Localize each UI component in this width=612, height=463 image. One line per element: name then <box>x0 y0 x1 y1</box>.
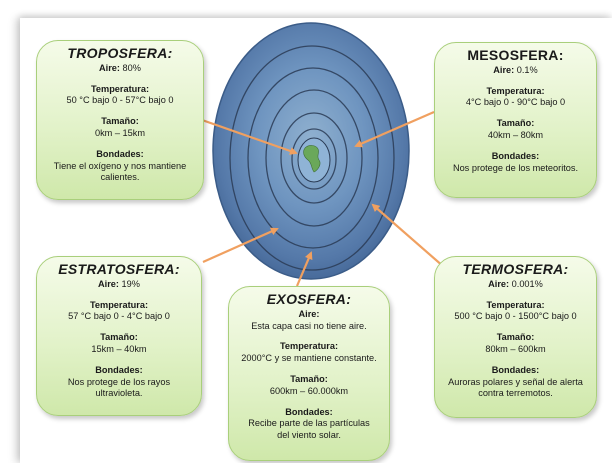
aire-label: Aire: <box>98 278 119 289</box>
bond-label: Bondades: <box>285 406 333 417</box>
title-troposfera: TROPOSFERA <box>67 45 168 61</box>
size-label: Tamaño: <box>100 332 138 343</box>
temp-label: Temperatura: <box>90 83 150 94</box>
card-exosfera: EXOSFERA: Aire: Esta capa casi no tiene … <box>228 286 390 461</box>
aire-label: Aire: <box>488 278 510 289</box>
aire-label: Aire: <box>493 64 515 75</box>
bond-label: Bondades: <box>96 148 144 159</box>
bond-label: Bondades: <box>95 364 143 375</box>
arrow-exosfera <box>295 251 313 287</box>
aire-label: Aire: <box>298 308 320 319</box>
arrow-termosfera <box>371 203 445 268</box>
temp-label: Temperatura: <box>486 299 545 310</box>
layer-rings <box>229 45 395 271</box>
aire-value: 80% <box>122 62 141 73</box>
bond-value: Nos protege de los meteoritos. <box>452 162 579 173</box>
temp-label: Temperatura: <box>486 85 545 96</box>
temp-value: 2000°C y se mantiene constante. <box>241 353 377 364</box>
bond-value: Nos protege de los rayos ultravioleta. <box>67 376 171 399</box>
size-value: 40km – 80km <box>487 129 544 140</box>
temp-label: Temperatura: <box>279 341 339 352</box>
title-exosfera: EXOSFERA <box>266 291 347 307</box>
card-mesosfera: MESOSFERA: Aire: 0.1% Temperatura: 4°C b… <box>434 42 597 198</box>
size-value: 80km – 600km <box>485 343 546 354</box>
aire-value: 0.001% <box>511 278 543 289</box>
earth-core <box>297 137 331 183</box>
size-value: 0km – 15km <box>94 127 146 138</box>
arrows <box>201 110 445 287</box>
aire-value: 19% <box>121 278 140 289</box>
size-label: Tamaño: <box>496 118 535 129</box>
temp-value: 500 °C bajo 0 - 1500°C bajo 0 <box>454 311 577 322</box>
arrow-estratosfera <box>202 227 279 264</box>
bond-value: Auroras polares y señal de alerta contra… <box>448 376 583 399</box>
size-label: Tamaño: <box>101 116 139 127</box>
temp-value: 50 °C bajo 0 - 57°C bajo 0 <box>66 95 174 106</box>
bond-value: Recibe parte de las partículas del vient… <box>248 418 370 441</box>
bond-label: Bondades: <box>491 364 540 375</box>
aire-label: Aire: <box>99 62 120 73</box>
card-termosfera: TERMOSFERA: Aire: 0.001% Temperatura: 50… <box>434 256 597 418</box>
size-value: 600km – 60.000km <box>269 385 349 396</box>
bond-label: Bondades: <box>491 150 540 161</box>
size-label: Tamaño: <box>290 373 328 384</box>
title-termosfera: TERMOSFERA <box>462 261 564 277</box>
size-value: 15km – 40km <box>91 343 147 354</box>
temp-label: Temperatura: <box>89 299 149 310</box>
size-label: Tamaño: <box>496 332 535 343</box>
title-estratosfera: ESTRATOSFERA <box>58 261 175 277</box>
temp-value: 57 °C bajo 0 - 4°C bajo 0 <box>68 311 170 322</box>
card-troposfera: TROPOSFERA: Aire: 80% Temperatura: 50 °C… <box>36 40 204 200</box>
card-estratosfera: ESTRATOSFERA: Aire: 19% Temperatura: 57 … <box>36 256 202 416</box>
title-mesosfera: MESOSFERA <box>467 47 559 63</box>
bond-value: Tiene el oxígeno y nos mantiene caliente… <box>53 160 187 183</box>
aire-value: Esta capa casi no tiene aire. <box>251 320 367 331</box>
aire-value: 0.1% <box>516 64 538 75</box>
temp-value: 4°C bajo 0 - 90°C bajo 0 <box>465 97 566 108</box>
arrow-troposfera <box>201 118 298 155</box>
arrow-mesosfera <box>354 110 435 148</box>
